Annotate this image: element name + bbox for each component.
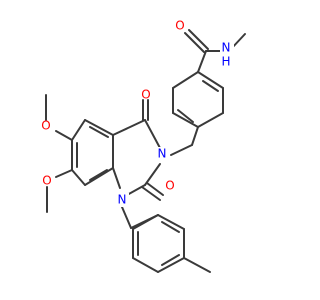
atom-n-amide-bg [220,42,234,56]
bond [157,214,185,230]
bond [197,112,224,128]
bond [146,182,164,196]
bond [144,119,161,149]
atom-n1-bg [115,193,129,207]
molecule-structure-diagram: O N H O N O N O O [41,19,246,273]
bond [202,80,219,92]
atom-n3-bg [155,147,169,161]
bonds [45,29,246,273]
bond [121,206,132,229]
bond [71,119,86,141]
bond [141,186,161,201]
atom-h-amide: H [221,55,230,69]
bond [172,71,199,89]
bond [161,254,180,266]
bond [112,167,121,189]
atom-o-methoxy-7: O [42,174,51,188]
bond [188,29,209,50]
bond [197,71,224,89]
bond [161,221,180,233]
bond [126,184,146,196]
atom-labels: O N H O N O N O O [41,19,234,207]
bond [157,257,185,273]
atom-n1: N [118,193,127,207]
atom-o-c4: O [141,88,150,102]
bond [172,112,199,128]
bond [177,109,194,123]
bond [112,119,146,136]
bond [132,257,159,273]
bond [132,214,159,230]
atom-n-amide: N [222,41,231,55]
bond [84,119,114,136]
bond [184,32,205,53]
bond [170,144,193,156]
atom-o-amide: O [175,19,184,33]
atom-o-methoxy-6: O [41,119,50,133]
bond [191,126,199,146]
atom-n3: N [158,147,167,161]
bond [71,169,86,186]
bond [84,167,114,186]
bond [144,163,161,186]
bond [183,257,211,273]
bond [89,169,108,181]
bond [89,126,109,138]
atom-o-c2: O [165,179,174,193]
bond [197,50,207,73]
bond [55,169,73,178]
bond [55,130,73,141]
